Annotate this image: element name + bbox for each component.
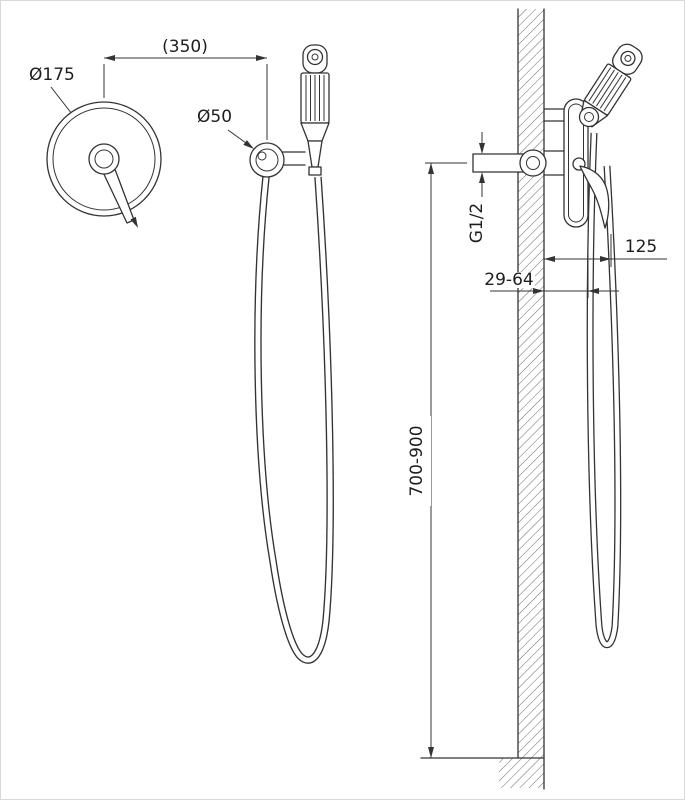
shower-head-swivel: [620, 50, 636, 67]
lever-tip: [130, 216, 138, 228]
handle-hub-inner: [94, 149, 114, 169]
hose-fill: [587, 132, 621, 647]
shower-taper: [300, 122, 330, 142]
wall-section: [517, 8, 545, 759]
dim-arrow: [479, 143, 485, 154]
label-plate-diameter: Ø175: [29, 65, 75, 85]
shower-head-swivel-inner: [624, 54, 632, 62]
hand-shower: [300, 44, 330, 176]
pipe-mask: [473, 154, 531, 172]
dim-arrow: [533, 288, 544, 294]
front-view: (350) Ø175 Ø50: [29, 37, 334, 664]
label-mount-depth: 29-64: [484, 270, 533, 290]
plate-inner-circle: [52, 107, 156, 211]
holder-knob: [578, 106, 600, 128]
holder-detail: [257, 151, 267, 161]
grip-rib: [592, 69, 615, 104]
grip-rib: [596, 72, 619, 107]
label-background: [483, 272, 535, 288]
shower-holder: [249, 142, 306, 178]
shower-hose: [254, 176, 334, 664]
shower-head-swivel-inner: [311, 53, 319, 61]
grip-rib: [599, 74, 623, 109]
dim-arrow: [479, 172, 485, 183]
label-center-distance: (350): [162, 37, 208, 57]
side-view: G1/2 125 29-64 700-900: [407, 8, 667, 790]
floor-hatch: [499, 758, 544, 788]
lever-handle-side: [572, 157, 610, 229]
leader-arrow: [243, 140, 254, 149]
shower-hose-side: [586, 132, 622, 649]
supply-pipe: [472, 108, 580, 177]
holder-ring-inner: [255, 148, 279, 172]
dim-arrow: [600, 256, 611, 262]
handle-hub: [88, 143, 120, 175]
label-holder-diameter: Ø50: [197, 107, 232, 127]
dim-arrow: [428, 747, 434, 758]
mixer-plate: [46, 101, 162, 228]
dim-inlet-thread: G1/2: [467, 132, 487, 243]
dim-mount-depth: 29-64: [483, 231, 619, 298]
dim-arrow: [104, 55, 115, 61]
label-wall-offset: 125: [625, 237, 657, 257]
valve-body-inner: [526, 156, 540, 170]
holder-ring: [249, 142, 285, 178]
dim-wall-offset: 125: [544, 234, 667, 267]
label-background: [415, 416, 431, 506]
valve-body: [519, 149, 547, 177]
holder-knob-inner: [584, 112, 594, 122]
hose-fitting: [308, 166, 322, 176]
dim-arrow: [256, 55, 267, 61]
dim-holder-diameter: Ø50: [197, 107, 254, 149]
dim-arrow: [588, 288, 599, 294]
floor-section: [420, 757, 545, 790]
wall-hatch: [518, 9, 544, 758]
dim-arrow: [544, 256, 555, 262]
grip-rib: [603, 77, 627, 112]
grip-rib: [588, 67, 612, 102]
shower-head-swivel: [306, 48, 324, 66]
shower-nozzle: [307, 140, 323, 168]
hose-outline: [254, 176, 334, 664]
lever-blade: [579, 165, 610, 229]
hand-shower-side: [579, 43, 643, 128]
leader-line: [227, 129, 247, 144]
label-inlet-thread: G1/2: [467, 203, 487, 244]
dim-install-height: 700-900: [407, 162, 467, 758]
label-install-height: 700-900: [407, 425, 427, 496]
hose-fill: [255, 176, 333, 663]
dim-center-distance: (350): [103, 37, 268, 140]
dim-arrow: [428, 163, 434, 174]
